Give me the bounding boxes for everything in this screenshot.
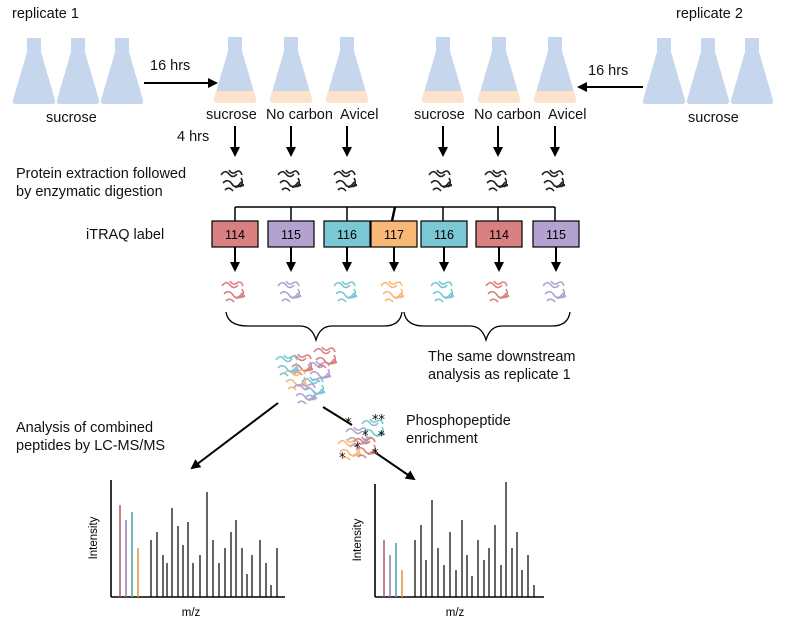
tag-label: 115 [546,228,566,242]
svg-text:*: * [372,447,379,462]
svg-text:*: * [345,416,352,431]
condition-flasks-2 [421,37,577,103]
combined-line1: Analysis of combined [16,420,154,436]
spectrum-1-x-label: m/z [182,607,201,619]
tag-label: 117 [384,228,404,242]
condition-label: sucrose [414,107,465,123]
arrow-to-spectrum-2 [375,452,416,481]
brace-left [225,311,403,343]
spectrum-2-x-label: m/z [446,607,465,619]
extraction-line2: by enzymatic digestion [16,184,163,200]
brace-right [403,311,571,343]
combined-peptide-mix [274,345,339,406]
replicate2-flasks [642,38,774,104]
itraq-label: iTRAQ label [86,227,165,243]
replicate1-flask-label: sucrose [46,110,97,126]
labeled-peptides [220,279,568,304]
flask-icon [686,38,730,104]
flask-icon [269,37,313,103]
phosphate-stars: * ** * * * * * [339,413,386,466]
replicate2-flask-label: sucrose [688,110,739,126]
tag-label: 114 [489,228,509,242]
svg-text:*: * [354,441,361,456]
condition-flasks-1 [213,37,369,103]
flask-icon [12,38,56,104]
combined-line2: peptides by LC-MS/MS [16,438,166,454]
svg-text:*: * [378,429,385,444]
flask-icon [477,37,521,103]
transfer-time-2: 16 hrs [588,63,629,79]
same-analysis-line2: analysis as replicate 1 [428,367,571,383]
itraq-tag-114 [211,220,259,248]
flask-icon [421,37,465,103]
flask-icon [730,38,774,104]
svg-text:*: * [339,451,346,466]
spectrum-2-y-label: Intensity [352,518,364,561]
flask-icon [213,37,257,103]
flask-icon [100,38,144,104]
phospho-line1: Phosphopeptide [406,413,511,429]
extraction-line1: Protein extraction followed [16,166,187,182]
tag-label: 114 [225,228,245,242]
tag-label: 116 [337,228,357,242]
treatment-arrows [230,126,560,157]
flask-icon [533,37,577,103]
svg-text:**: ** [372,413,386,428]
replicate1-title: replicate 1 [12,6,79,22]
tag-label: 116 [434,228,454,242]
condition-label: No carbon [474,107,541,123]
condition-label: No carbon [266,107,333,123]
condition-label: Avicel [340,107,379,123]
spectrum-1 [110,480,285,598]
flask-icon [56,38,100,104]
itraq-tag-116 [323,220,371,248]
condition-label: Avicel [548,107,587,123]
replicate1-flasks [12,38,144,104]
arrow-to-lcms [190,402,279,470]
arrow-to-enrichment [322,406,353,426]
label-arrows [230,247,561,272]
itraq-tag-115 [267,220,315,248]
phospho-line2: enrichment [406,431,478,447]
condition-label: sucrose [206,107,257,123]
phosphopeptide-cluster: * ** * * * * * [336,413,387,466]
flask-icon [325,37,369,103]
transfer-time-1: 16 hrs [150,58,191,74]
spectrum-1-y-label: Intensity [88,516,100,559]
itraq-tag-117 [370,220,418,248]
itraq-tags: 114 115 116 117 116 114 115 [211,220,580,248]
svg-text:*: * [362,429,369,444]
flask-icon [642,38,686,104]
digested-peptides [219,168,567,193]
treatment-time: 4 hrs [177,129,210,145]
tag-label: 115 [281,228,301,242]
tag-connectors [234,206,556,222]
same-analysis-line1: The same downstream [428,349,576,365]
spectrum-2 [374,482,544,598]
replicate2-title: replicate 2 [676,6,743,22]
